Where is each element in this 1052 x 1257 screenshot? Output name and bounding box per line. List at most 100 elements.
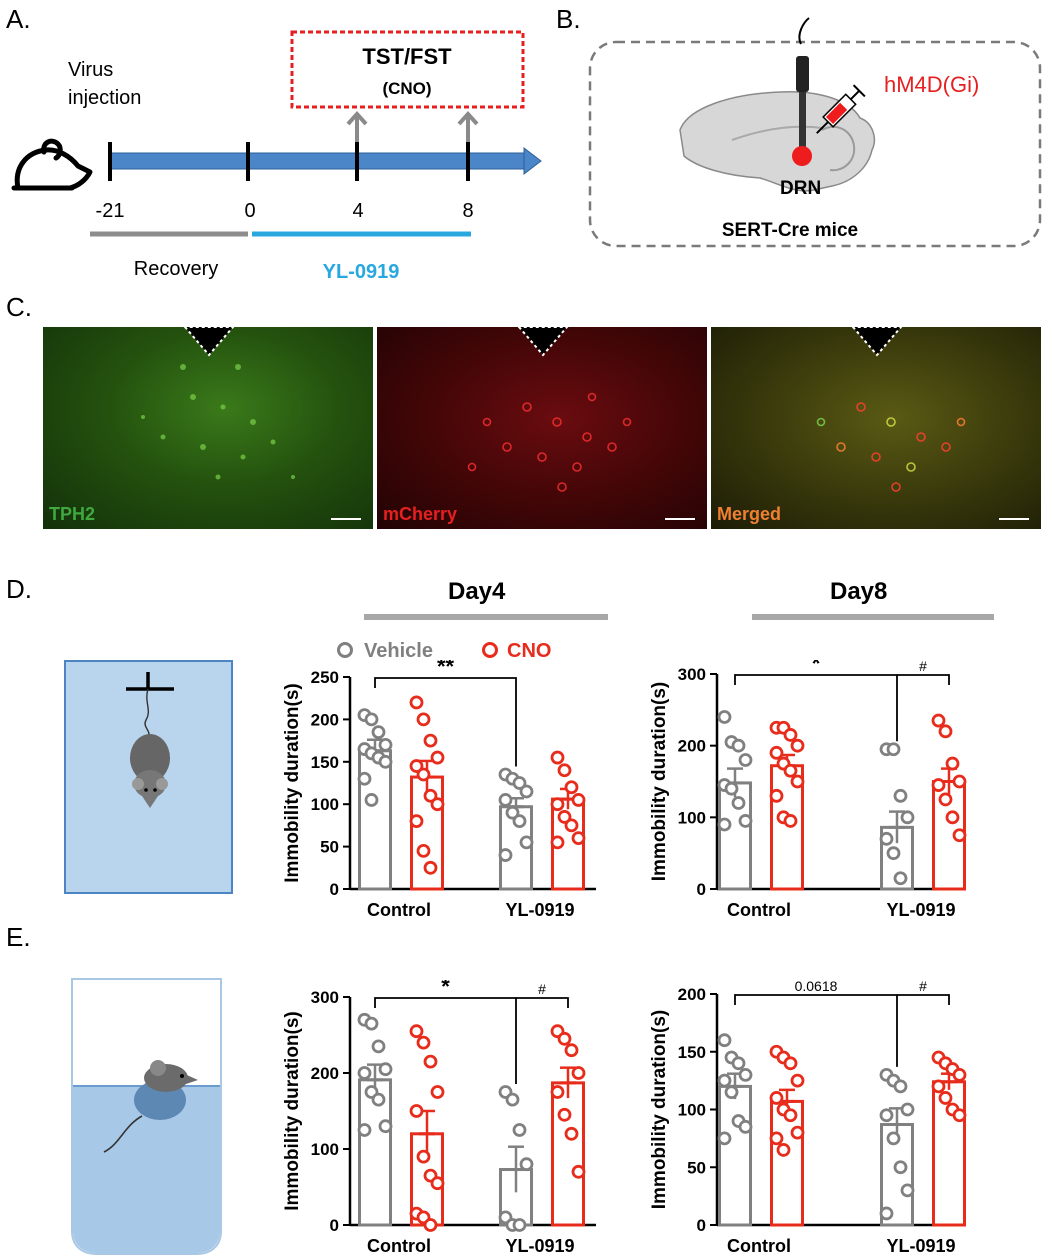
data-point: [498, 793, 513, 807]
data-point: [378, 737, 393, 752]
y-tick-label: 200: [678, 985, 706, 1004]
treatment-label: YL-0919: [323, 261, 400, 283]
bar: [358, 749, 392, 891]
y-tick-label: 150: [678, 1043, 706, 1062]
data-point: [790, 1125, 805, 1140]
bar: [551, 1081, 585, 1227]
data-point: [371, 1092, 386, 1107]
data-point: [900, 1183, 915, 1198]
data-point: [512, 1123, 527, 1137]
bar: [718, 1084, 752, 1227]
panel-letter-b: B.: [556, 4, 581, 34]
data-point: [505, 805, 520, 820]
header-day8: Day8: [830, 578, 888, 605]
data-point: [783, 1108, 798, 1123]
data-point: [571, 1066, 586, 1080]
legend: Vehicle CNO: [337, 640, 551, 662]
data-point: [423, 860, 438, 875]
timeline-ticks: [108, 142, 470, 181]
data-point: [724, 781, 739, 796]
data-point: [783, 763, 798, 778]
data-point: [430, 1085, 445, 1099]
tick-label: 0: [244, 200, 255, 222]
data-point: [945, 810, 960, 825]
region-label: DRN: [780, 178, 821, 199]
data-point: [430, 750, 445, 765]
data-point: [769, 745, 784, 760]
tick-label: -21: [96, 200, 125, 222]
data-point: [550, 835, 565, 850]
micrograph-tph2: TPH2: [42, 326, 374, 530]
test-period-box: [290, 30, 525, 109]
significance-label: #: [919, 980, 927, 994]
box-title: TST/FST: [362, 44, 452, 69]
data-point: [357, 1123, 372, 1137]
cell-dots: [816, 402, 966, 492]
header-day4-bar: [364, 614, 608, 620]
data-point: [886, 1131, 901, 1146]
data-point: [731, 738, 746, 753]
data-point: [952, 1067, 967, 1082]
fiber-ferrule-icon: [796, 56, 809, 92]
optic-fiber-icon: [799, 92, 806, 156]
data-point: [371, 725, 386, 740]
data-point: [731, 1056, 746, 1071]
data-point: [952, 1108, 967, 1123]
data-point: [790, 1073, 805, 1088]
micrograph-label-tph2: TPH2: [49, 504, 96, 524]
y-tick-label: 100: [678, 1101, 706, 1120]
fst-illustration: [71, 978, 222, 1255]
drn-target-icon: [792, 146, 812, 166]
data-point: [557, 1031, 572, 1046]
data-point: [938, 1091, 953, 1105]
data-point: [879, 831, 894, 846]
significance-bracket: [734, 994, 898, 1067]
y-tick-label: 100: [311, 1140, 339, 1159]
panel-letter-a: A.: [6, 4, 31, 34]
data-point: [900, 1102, 915, 1117]
y-tick-label: 100: [311, 795, 339, 814]
significance-bracket: [897, 674, 950, 685]
y-tick-label: 100: [678, 808, 706, 827]
category-label: Control: [367, 900, 431, 920]
data-point: [879, 1108, 894, 1123]
data-point: [357, 1066, 372, 1080]
data-point: [550, 797, 565, 812]
data-point: [498, 848, 513, 862]
data-point: [364, 793, 379, 807]
data-point: [364, 1016, 379, 1031]
y-tick-label: 0: [697, 1216, 706, 1235]
data-point: [564, 1126, 579, 1141]
data-point: [893, 788, 908, 803]
y-tick-label: 50: [320, 838, 339, 857]
data-point: [409, 759, 424, 773]
data-point: [893, 871, 908, 886]
data-point: [893, 1079, 908, 1094]
data-point: [423, 1054, 438, 1069]
data-point: [505, 1092, 520, 1107]
tick-label: 4: [352, 200, 363, 222]
data-point: [378, 1062, 393, 1077]
data-point: [931, 713, 946, 728]
y-axis-label: Immobility duration(s): [282, 1011, 303, 1211]
y-tick-label: 300: [678, 665, 706, 684]
data-point: [409, 1024, 424, 1039]
y-axis-label: Immobility duration(s): [282, 683, 303, 883]
data-point: [738, 814, 753, 828]
surgery-schematic: hM4D(Gi) DRN SERT-Cre mice: [588, 17, 1042, 248]
data-point: [416, 843, 431, 858]
data-point: [550, 1085, 565, 1099]
micrograph-merged: Merged: [710, 326, 1042, 530]
category-label: YL-0919: [886, 1236, 955, 1256]
significance-label: #: [919, 660, 927, 674]
tail-icon: [144, 688, 150, 739]
tick-label: 8: [462, 200, 473, 222]
virus-label-line2: injection: [68, 87, 142, 109]
tail-icon: [103, 1115, 143, 1153]
micrograph-label-mcherry: mCherry: [383, 504, 458, 524]
timeline-tick-labels: -21 0 4 8: [96, 200, 474, 222]
data-point: [519, 1157, 534, 1172]
y-tick-label: 200: [311, 1064, 339, 1083]
legend-vehicle-marker: [337, 642, 353, 658]
category-label: Control: [727, 1236, 791, 1256]
